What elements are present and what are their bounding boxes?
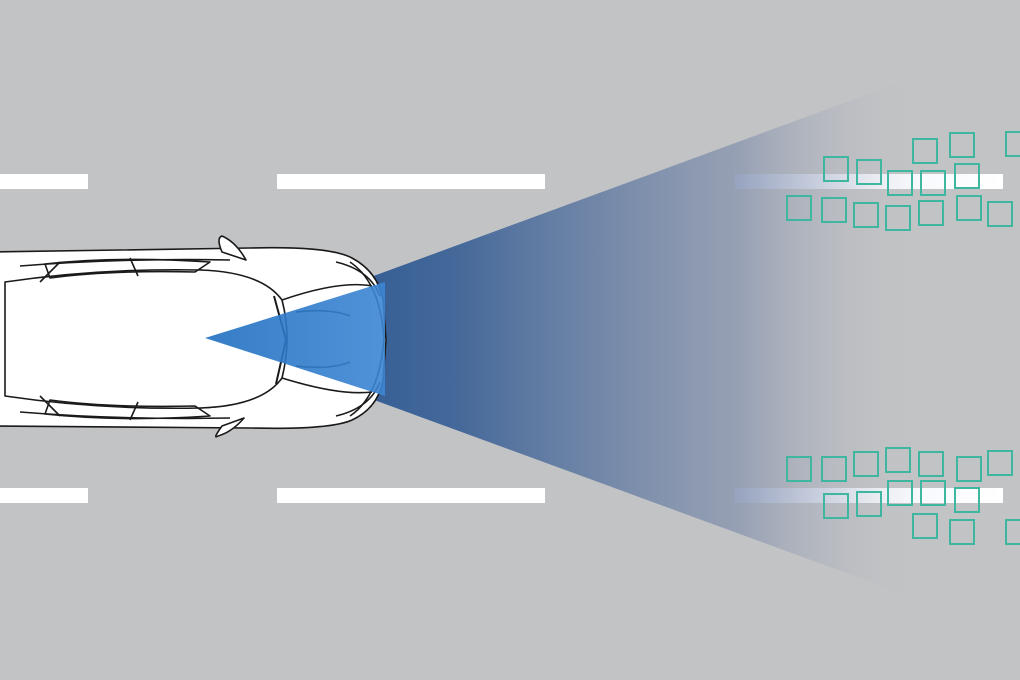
lane-detection-box-icon	[987, 201, 1013, 227]
lane-detection-box-icon	[786, 195, 812, 221]
car-hood-line-top	[281, 283, 373, 301]
car-mirror-bottom	[214, 417, 245, 438]
lane-detection-boxes-top	[786, 131, 1020, 231]
camera-origin-beam	[205, 282, 385, 396]
lane-detection-box-icon	[823, 156, 849, 182]
lane-marking-bottom-middle	[277, 488, 545, 503]
car-hood-line-bottom	[281, 377, 373, 394]
car-side-window-top	[44, 258, 211, 279]
lane-detection-box-icon	[956, 195, 982, 221]
lane-detection-box-icon	[885, 205, 911, 231]
lane-detection-box-icon	[887, 480, 913, 506]
vehicle-topview-icon	[0, 235, 387, 438]
lane-detection-box-icon	[954, 487, 980, 513]
lane-detection-boxes-bottom	[786, 447, 1020, 545]
lane-detection-box-icon	[920, 480, 946, 506]
lane-detection-box-icon	[954, 163, 980, 189]
car-mirror-top	[218, 235, 247, 261]
lane-detection-box-icon	[918, 200, 944, 226]
lane-detection-box-icon	[912, 513, 938, 539]
lane-detection-box-icon	[912, 138, 938, 164]
lane-detection-box-icon	[823, 493, 849, 519]
lane-detection-box-icon	[887, 170, 913, 196]
lane-detection-box-icon	[949, 132, 975, 158]
lane-detection-box-icon	[853, 451, 879, 477]
lane-detection-box-icon	[1005, 131, 1020, 157]
lane-detection-box-icon	[1005, 519, 1020, 545]
lane-detection-box-icon	[987, 450, 1013, 476]
lane-detection-box-icon	[856, 159, 882, 185]
car-side-window-bottom	[44, 399, 211, 420]
lane-marking-bottom-left	[0, 488, 88, 503]
lane-detection-box-icon	[885, 447, 911, 473]
lane-detection-box-icon	[786, 456, 812, 482]
lane-detection-box-icon	[856, 491, 882, 517]
lane-detection-box-icon	[920, 170, 946, 196]
lane-marking-top-middle	[277, 174, 545, 189]
lane-detection-box-icon	[949, 519, 975, 545]
lane-detection-box-icon	[956, 456, 982, 482]
lane-marking-top-left	[0, 174, 88, 189]
lane-detection-box-icon	[918, 451, 944, 477]
lane-detection-box-icon	[853, 202, 879, 228]
lane-detection-box-icon	[821, 456, 847, 482]
lane-detection-box-icon	[821, 197, 847, 223]
camera-detection-beam-icon	[205, 75, 920, 600]
